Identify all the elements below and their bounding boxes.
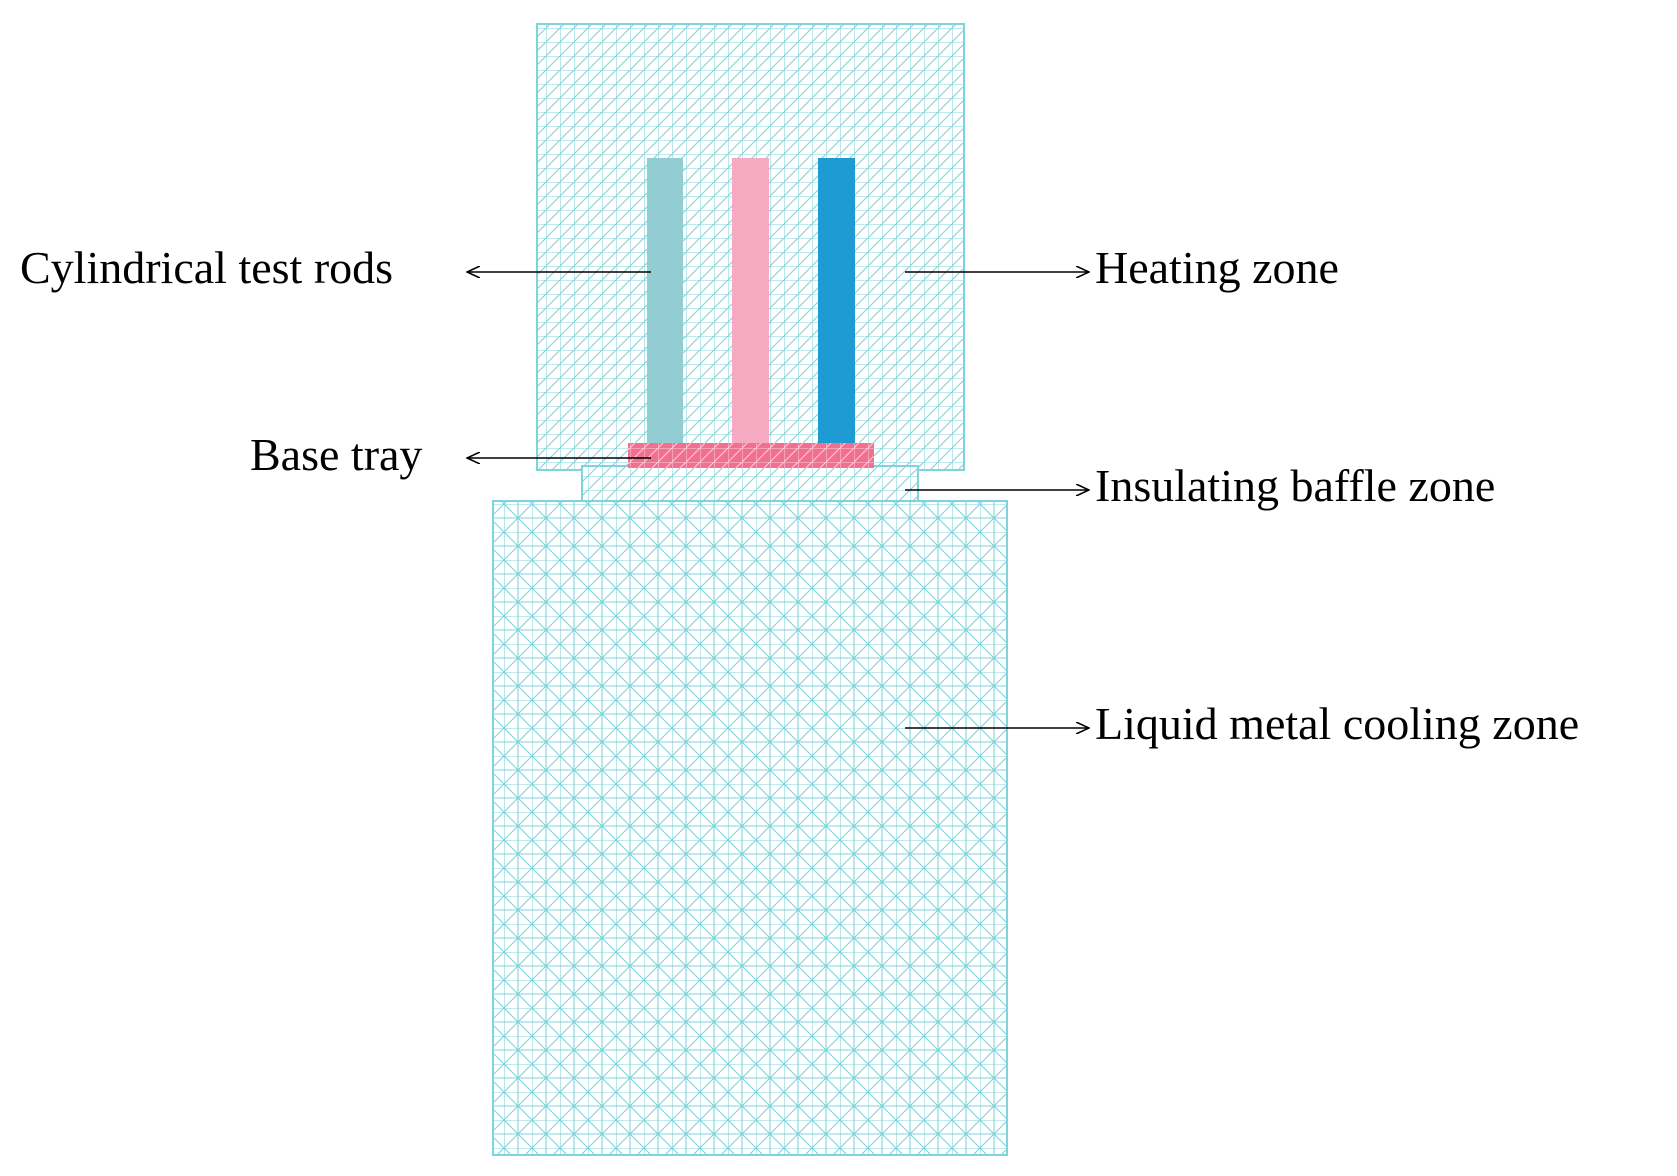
baffle-zone-body: [581, 465, 919, 503]
label-cylindrical-test-rods: Cylindrical test rods: [20, 242, 394, 293]
test-rod-blue: [818, 158, 855, 444]
test-rod-teal: [647, 158, 683, 444]
test-rod-pink: [732, 158, 769, 444]
label-liquid-metal-cooling-zone: Liquid metal cooling zone: [1095, 698, 1580, 749]
label-insulating-baffle-zone: Insulating baffle zone: [1095, 460, 1496, 511]
label-heating-zone: Heating zone: [1095, 242, 1339, 293]
cooling-zone-body: [492, 500, 1008, 1156]
label-base-tray: Base tray: [250, 429, 423, 480]
base-tray: [628, 443, 874, 468]
